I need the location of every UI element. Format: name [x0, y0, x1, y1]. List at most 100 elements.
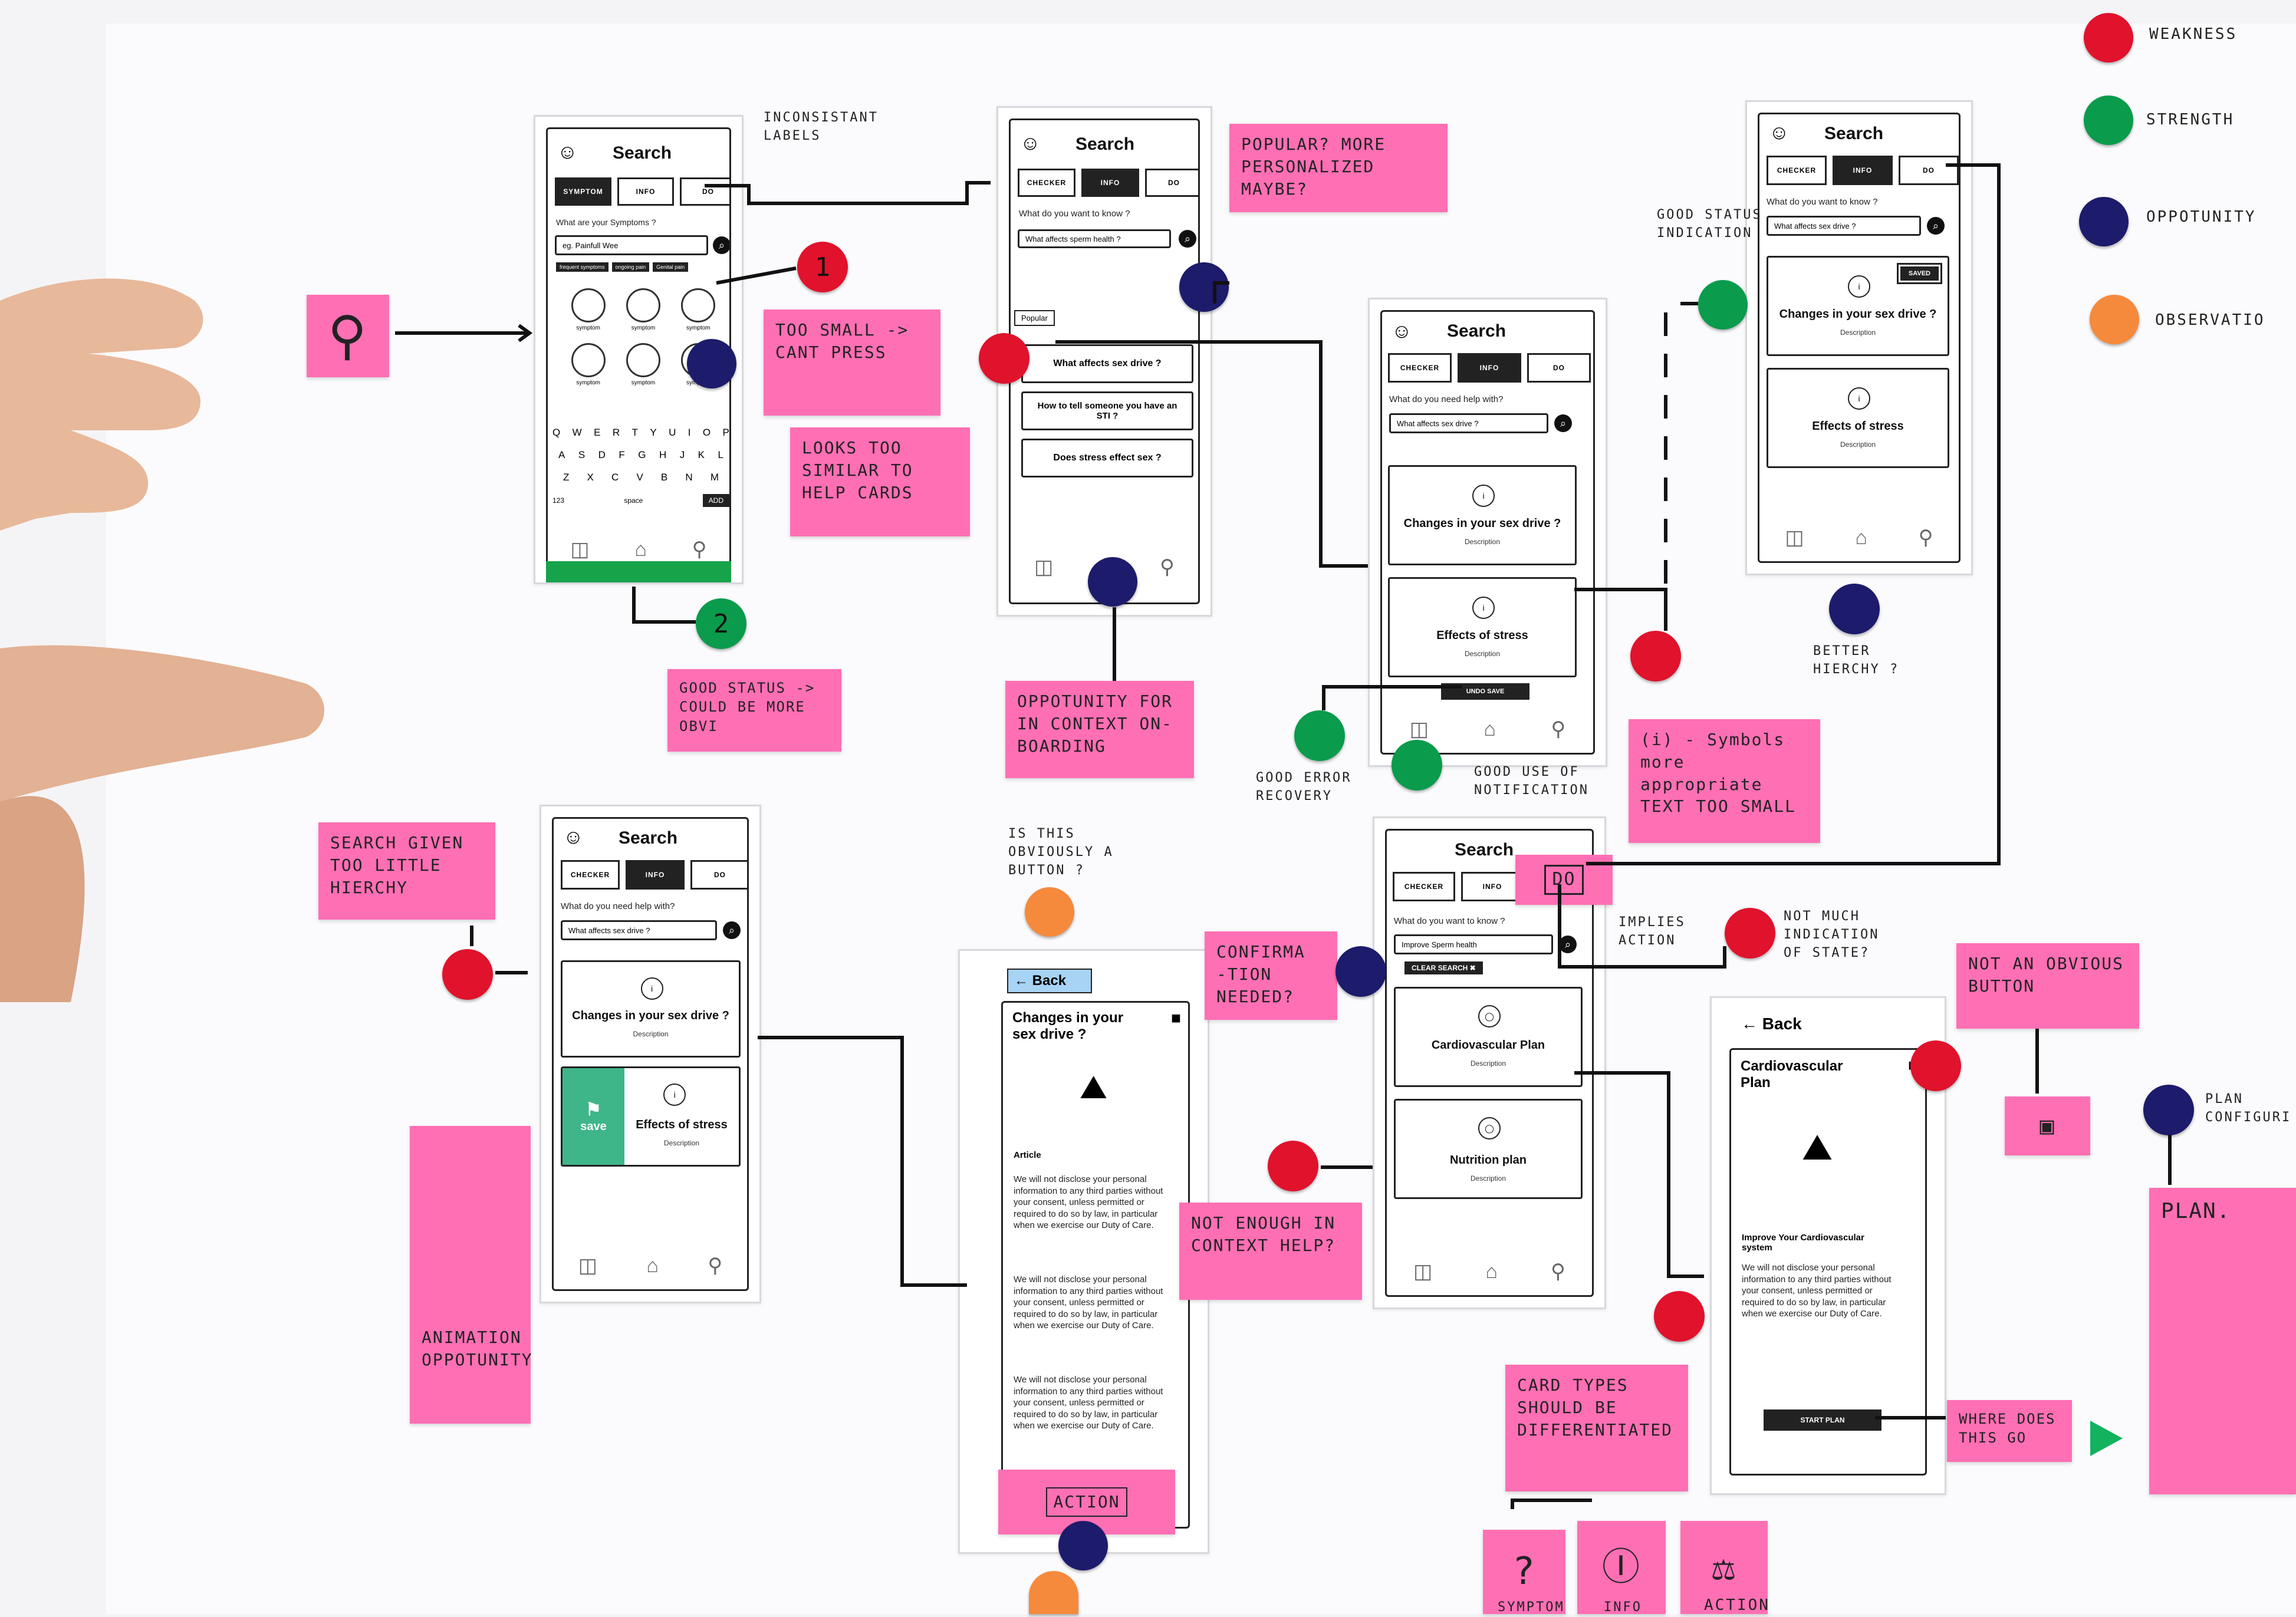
- tab-checker[interactable]: CHECKER: [561, 860, 620, 890]
- tab-do[interactable]: DO: [1527, 353, 1591, 383]
- tab-checker[interactable]: CHECKER: [1393, 872, 1455, 901]
- library-icon[interactable]: ◫: [570, 538, 590, 561]
- library-icon[interactable]: ◫: [1034, 556, 1054, 578]
- search-icon[interactable]: ⌕: [1179, 230, 1196, 248]
- keyboard-key[interactable]: A: [558, 449, 565, 460]
- keyboard-key[interactable]: V: [636, 472, 643, 483]
- bookmark-icon[interactable]: ■: [1171, 1009, 1181, 1027]
- keyboard-key[interactable]: Z: [563, 472, 570, 483]
- home-icon[interactable]: ⌂: [646, 1254, 659, 1277]
- search-nav-icon[interactable]: ⚲: [1551, 718, 1566, 740]
- keyboard-key[interactable]: Y: [650, 427, 657, 438]
- keyboard-key[interactable]: N: [685, 472, 693, 483]
- home-icon[interactable]: ⌂: [634, 538, 647, 561]
- save-swipe-action[interactable]: ⚑save: [563, 1068, 624, 1165]
- tab-do[interactable]: DO: [1145, 169, 1198, 197]
- tab-symptom[interactable]: SYMPTOM: [555, 177, 611, 206]
- search-icon[interactable]: ⌕: [1554, 414, 1572, 432]
- tab-info[interactable]: INFO: [1081, 169, 1139, 197]
- clear-search-button[interactable]: CLEAR SEARCH ✖: [1404, 961, 1483, 974]
- user-icon[interactable]: ☺: [557, 141, 578, 163]
- chip[interactable]: ongoing pain: [611, 262, 650, 272]
- symptom-option[interactable]: symptom: [671, 288, 726, 331]
- suggestion-item[interactable]: Does stress effect sex ?: [1021, 439, 1193, 477]
- keyboard-key[interactable]: B: [660, 472, 668, 483]
- keyboard-key[interactable]: E: [594, 427, 601, 438]
- search-icon[interactable]: ⌕: [723, 921, 741, 939]
- user-icon[interactable]: ☺: [563, 826, 584, 848]
- kb-space-key[interactable]: space: [624, 496, 643, 505]
- suggestion-item[interactable]: How to tell someone you have an STI ?: [1021, 391, 1193, 430]
- search-icon[interactable]: ⌕: [713, 236, 729, 254]
- suggestion-item[interactable]: What affects sex drive ?: [1021, 344, 1193, 383]
- saved-badge[interactable]: SAVED: [1896, 263, 1943, 284]
- search-icon[interactable]: ⌕: [1927, 217, 1945, 235]
- keyboard-key[interactable]: D: [598, 449, 606, 460]
- tab-info[interactable]: INFO: [626, 860, 685, 890]
- keyboard-key[interactable]: Q: [552, 427, 561, 438]
- library-icon[interactable]: ◫: [1413, 1260, 1433, 1283]
- keyboard-key[interactable]: O: [702, 427, 711, 438]
- keyboard-key[interactable]: R: [612, 427, 620, 438]
- back-button[interactable]: ← Back: [1007, 969, 1092, 993]
- info-card[interactable]: i Effects of stress Description: [1767, 368, 1949, 468]
- tab-do[interactable]: DO: [690, 860, 747, 890]
- tab-checker[interactable]: CHECKER: [1018, 169, 1075, 197]
- symptom-option[interactable]: symptom: [561, 288, 616, 331]
- library-icon[interactable]: ◫: [1409, 718, 1429, 740]
- home-icon[interactable]: ⌂: [1483, 717, 1496, 740]
- popular-tag[interactable]: Popular: [1014, 310, 1055, 326]
- home-icon[interactable]: ⌂: [1485, 1260, 1498, 1283]
- keyboard-key[interactable]: W: [572, 427, 582, 438]
- tab-checker[interactable]: CHECKER: [1767, 156, 1827, 185]
- tab-do[interactable]: DO: [680, 177, 729, 206]
- user-icon[interactable]: ☺: [1020, 132, 1041, 154]
- info-card[interactable]: ⚑save i Effects of stress Description: [561, 1066, 741, 1167]
- keyboard-key[interactable]: G: [638, 449, 646, 460]
- tab-checker[interactable]: CHECKER: [1388, 353, 1452, 383]
- search-nav-icon[interactable]: ⚲: [1160, 556, 1175, 578]
- keyboard-key[interactable]: H: [659, 449, 667, 460]
- info-card[interactable]: i Changes in your sex drive ? Descriptio…: [1388, 465, 1577, 565]
- keyboard-key[interactable]: L: [718, 449, 723, 460]
- search-nav-icon[interactable]: ⚲: [708, 1254, 723, 1277]
- tab-info[interactable]: INFO: [1833, 156, 1893, 185]
- info-search-input[interactable]: What affects sex drive ?: [561, 920, 717, 940]
- keyboard-key[interactable]: M: [710, 472, 719, 483]
- keyboard-key[interactable]: U: [669, 427, 676, 438]
- symptom-option[interactable]: symptom: [616, 343, 670, 386]
- keyboard-key[interactable]: I: [688, 427, 691, 438]
- symptom-option[interactable]: symptom: [561, 343, 616, 386]
- kb-123-key[interactable]: 123: [552, 496, 565, 505]
- keyboard-key[interactable]: P: [722, 427, 729, 438]
- back-button[interactable]: ← Back: [1741, 1015, 1802, 1033]
- tab-info[interactable]: INFO: [1458, 353, 1521, 383]
- info-search-input[interactable]: What affects sex drive ?: [1767, 216, 1921, 236]
- keyboard-key[interactable]: X: [587, 472, 594, 483]
- home-icon[interactable]: ⌂: [1855, 526, 1867, 549]
- keyboard-key[interactable]: T: [631, 427, 638, 438]
- keyboard-key[interactable]: C: [611, 472, 619, 483]
- search-nav-icon[interactable]: ⚲: [1551, 1260, 1565, 1283]
- chip[interactable]: Genital pain: [653, 262, 689, 272]
- user-icon[interactable]: ☺: [1392, 320, 1412, 342]
- keyboard-key[interactable]: J: [679, 449, 685, 460]
- plan-card[interactable]: ◯ Cardiovascular Plan Description: [1394, 987, 1583, 1087]
- library-icon[interactable]: ◫: [578, 1254, 597, 1277]
- user-icon[interactable]: ☺: [1769, 121, 1790, 144]
- tab-do[interactable]: DO: [1899, 156, 1959, 185]
- keyboard-key[interactable]: S: [578, 449, 585, 460]
- info-card[interactable]: i Effects of stress Description: [1388, 577, 1577, 677]
- info-card[interactable]: i Changes in your sex drive ? Descriptio…: [561, 960, 741, 1058]
- keyboard-key[interactable]: K: [698, 449, 705, 460]
- search-icon[interactable]: ⌕: [1559, 936, 1577, 953]
- search-nav-icon[interactable]: ⚲: [1918, 526, 1933, 549]
- tab-info[interactable]: INFO: [617, 177, 674, 206]
- chip[interactable]: frequent symptoms: [556, 262, 608, 272]
- info-search-input[interactable]: What affects sex drive ?: [1389, 413, 1548, 433]
- keyboard-key[interactable]: F: [619, 449, 625, 460]
- symptom-option[interactable]: symptom: [616, 288, 670, 331]
- plan-card[interactable]: ◯ Nutrition plan Description: [1394, 1099, 1583, 1199]
- start-plan-button[interactable]: START PLAN: [1764, 1409, 1881, 1431]
- kb-add-key[interactable]: ADD: [702, 494, 729, 507]
